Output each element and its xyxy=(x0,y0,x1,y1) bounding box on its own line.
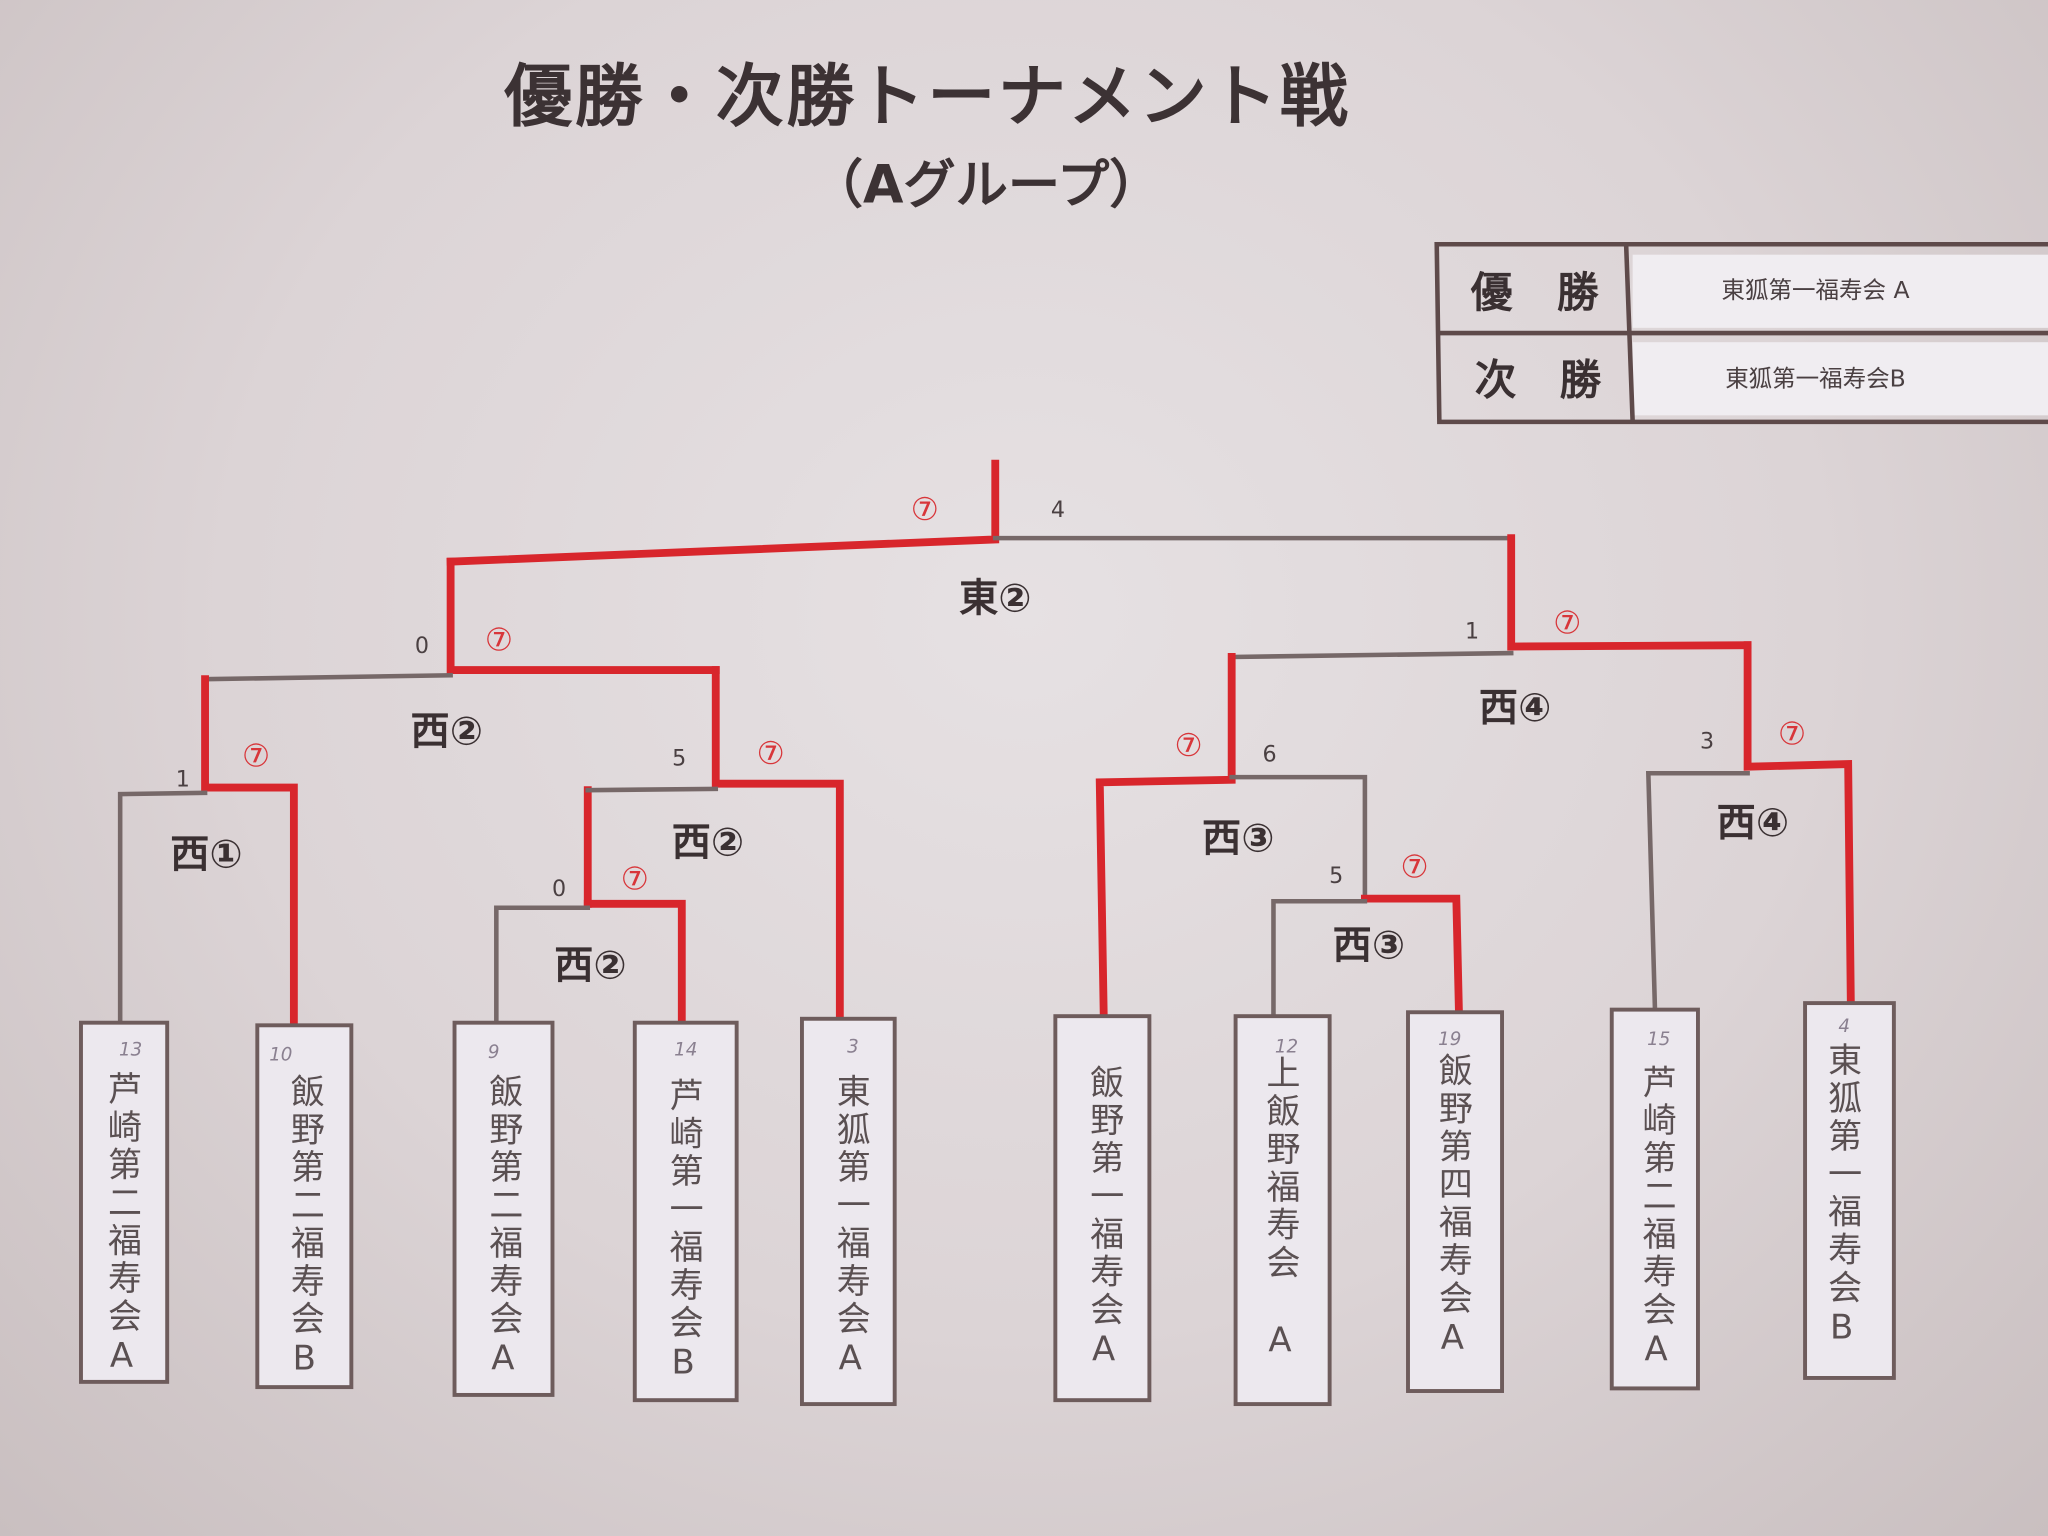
champion-team: 東狐第一福寿会 A xyxy=(1721,276,1909,304)
score: 3 xyxy=(1700,728,1714,754)
team-name: 飯野第一福寿会A xyxy=(1084,1064,1124,1373)
card-number: 9 xyxy=(488,1042,500,1063)
match-semi-left: 0 ⑦ 西② xyxy=(202,557,720,754)
match-semi-right: 1 ⑦ 西④ xyxy=(1229,534,1752,731)
team-card: 3 東狐第一福寿会A xyxy=(799,1016,897,1407)
card-number: 15 xyxy=(1647,1029,1670,1050)
match-round1-left: 0 ⑦ 西② xyxy=(494,861,686,1028)
team-card: 13 芦崎第二福寿会A xyxy=(79,1020,170,1384)
card-number: 12 xyxy=(1275,1037,1298,1058)
results-table: 優 勝 東狐第一福寿会 A 次 勝 東狐第一福寿会B xyxy=(1434,241,2048,425)
page-title: 優勝・次勝トーナメント戦 xyxy=(503,58,1350,137)
match-qf2: 5 ⑦ 西② xyxy=(583,666,844,1023)
match-label: 西① xyxy=(170,832,242,877)
card-number: 10 xyxy=(269,1045,292,1066)
match-label: 西③ xyxy=(1202,817,1274,862)
team-name: 飯野第四福寿会A xyxy=(1432,1053,1472,1362)
match-label: 西② xyxy=(554,943,626,988)
match-label: 東② xyxy=(959,576,1031,621)
rank-char: 優 xyxy=(1470,268,1513,317)
match-round1-right: 5 ⑦ 西③ xyxy=(1271,850,1463,1022)
team-card: 10 飯野第二福寿会B xyxy=(255,1023,354,1390)
team-name: 東狐第一福寿会B xyxy=(1822,1042,1862,1351)
results-row-runner-up: 次 勝 東狐第一福寿会B xyxy=(1475,355,1906,404)
results-row-champion: 優 勝 東狐第一福寿会 A xyxy=(1470,268,1910,317)
team-card: 飯野第一福寿会A xyxy=(1053,1014,1152,1403)
team-name: 東狐第一福寿会A xyxy=(830,1074,870,1383)
team-name: 芦崎第一福寿会B xyxy=(663,1077,703,1386)
score-winner: ⑦ xyxy=(485,622,513,658)
team-name: 飯野第二福寿会A xyxy=(483,1074,523,1383)
match-label: 西④ xyxy=(1717,801,1789,846)
match-qf1: 1 ⑦ 西① xyxy=(117,675,298,1030)
runner-up-team: 東狐第一福寿会B xyxy=(1725,365,1906,393)
card-number: 13 xyxy=(119,1039,142,1060)
score: 1 xyxy=(1465,619,1479,645)
team-card: 4 東狐第一福寿会B xyxy=(1803,1001,1896,1380)
score-winner: ⑦ xyxy=(1400,850,1428,886)
team-name: 芦崎第二福寿会A xyxy=(1636,1064,1676,1373)
match-label: 西② xyxy=(411,709,483,754)
team-card: 14 芦崎第一福寿会B xyxy=(632,1020,739,1403)
match-label: 西② xyxy=(672,821,744,866)
team-card: 12 上飯野福寿会 A xyxy=(1233,1014,1332,1407)
team-name: 上飯野福寿会 A xyxy=(1260,1055,1300,1364)
match-final: ⑦ 4 東② xyxy=(446,459,1514,621)
rank-char: 勝 xyxy=(1560,355,1602,404)
score-winner: ⑦ xyxy=(242,739,270,775)
match-qf4: 3 ⑦ 西④ xyxy=(1645,641,1855,1009)
score-winner: ⑦ xyxy=(757,736,785,772)
match-label: 西③ xyxy=(1333,924,1405,969)
score-winner: ⑦ xyxy=(1175,728,1203,764)
team-card: 15 芦崎第二福寿会A xyxy=(1609,1007,1700,1391)
score-winner: ⑦ xyxy=(911,492,939,528)
score: 1 xyxy=(176,766,190,792)
match-qf3: ⑦ 6 西③ xyxy=(1095,653,1368,1017)
score: 6 xyxy=(1262,741,1276,767)
score-winner: ⑦ xyxy=(621,861,649,897)
score: 5 xyxy=(1329,863,1343,889)
rank-char: 次 xyxy=(1475,355,1517,404)
team-card: 9 飯野第二福寿会A xyxy=(452,1020,555,1397)
card-number: 19 xyxy=(1438,1029,1461,1050)
card-number: 14 xyxy=(674,1039,697,1060)
score: 4 xyxy=(1051,497,1065,523)
score-winner: ⑦ xyxy=(1553,605,1581,641)
card-number: 4 xyxy=(1838,1016,1850,1037)
team-name: 芦崎第二福寿会A xyxy=(101,1071,141,1380)
team-name: 飯野第二福寿会B xyxy=(284,1074,324,1383)
score-winner: ⑦ xyxy=(1778,716,1806,752)
score: 5 xyxy=(672,745,686,771)
score: 0 xyxy=(415,633,429,659)
match-label: 西④ xyxy=(1479,686,1551,731)
rank-char: 勝 xyxy=(1557,268,1599,317)
card-number: 3 xyxy=(847,1037,859,1058)
page-subtitle: （Aグループ） xyxy=(811,155,1162,215)
team-card: 19 飯野第四福寿会A xyxy=(1406,1010,1504,1393)
score: 0 xyxy=(552,876,566,902)
